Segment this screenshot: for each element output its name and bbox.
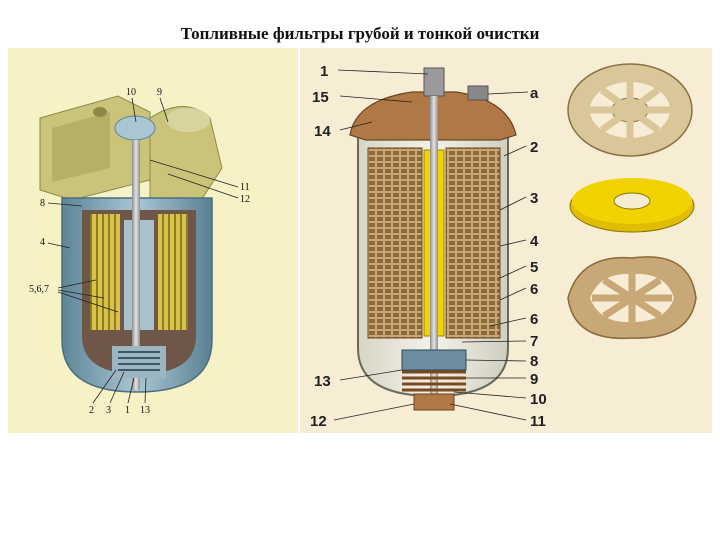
callout-right-10: 10	[530, 391, 547, 408]
fine-filter-figure	[300, 48, 712, 433]
left-leader-lines	[47, 97, 239, 404]
callout-right-13: 13	[314, 373, 331, 390]
right-leader-lines	[333, 69, 529, 421]
page-title: Топливные фильтры грубой и тонкой очистк…	[180, 24, 540, 43]
callout-right-12: 12	[310, 413, 327, 430]
callout-right-4: 4	[530, 233, 539, 250]
callout-right-2: 2	[530, 139, 538, 156]
bracket-face	[52, 112, 110, 182]
bottom-spring-seat	[112, 346, 166, 378]
top-bolt	[423, 67, 445, 97]
callout-right-11: 11	[530, 413, 546, 430]
separator-disk-yellow	[569, 178, 695, 233]
top-bolt-head	[114, 115, 156, 141]
callout-right-15: 15	[312, 89, 329, 106]
central-rod	[132, 140, 140, 390]
callout-left-1: 1	[125, 405, 130, 416]
filter-stack-left	[367, 147, 423, 339]
filter-element-right	[158, 214, 188, 330]
drain-plug	[413, 393, 455, 411]
callout-right-8: 8	[530, 353, 538, 370]
bracket-bolt-hole	[93, 107, 107, 117]
callout-left-12: 12	[240, 194, 250, 205]
central-rod-fine	[430, 96, 438, 396]
separator-plate-bottom	[567, 256, 697, 340]
bottom-spring-fine	[402, 370, 466, 392]
bottom-spring	[118, 351, 160, 371]
filter-stack-right	[445, 147, 501, 339]
callout-right-3: 3	[530, 190, 538, 207]
callout-right-5: 5	[530, 259, 538, 276]
separator-plate-top	[567, 63, 693, 157]
callout-right-14: 14	[314, 123, 331, 140]
callout-right-7: 7	[530, 333, 538, 350]
outlet-fitting	[166, 108, 210, 132]
right-callouts: 1 15 14 а 2 3 4 5 6 6 7 8 9 10 11 13 12	[310, 63, 547, 430]
left-callouts: 10 9 11 12 8 4 5,6,7 2 3 1 13	[29, 87, 250, 416]
callout-left-5-6-7: 5,6,7	[29, 284, 49, 295]
callout-left-13: 13	[140, 405, 150, 416]
callout-right-9: 9	[530, 371, 538, 388]
filter-element-left	[90, 214, 120, 330]
callout-left-9: 9	[157, 87, 162, 98]
callout-left-2: 2	[89, 405, 94, 416]
callout-right-a: а	[530, 85, 539, 102]
air-bleed-screw	[467, 85, 489, 101]
callout-right-6b: 6	[530, 311, 538, 328]
callout-left-8: 8	[40, 198, 45, 209]
callout-right-6a: 6	[530, 281, 538, 298]
callout-right-1: 1	[320, 63, 328, 80]
callout-left-10: 10	[126, 87, 136, 98]
callout-left-4: 4	[40, 237, 45, 248]
callout-left-3: 3	[106, 405, 111, 416]
callout-left-11: 11	[240, 182, 250, 193]
bottom-mesh-disk	[401, 349, 467, 371]
coarse-filter-figure	[8, 48, 298, 433]
